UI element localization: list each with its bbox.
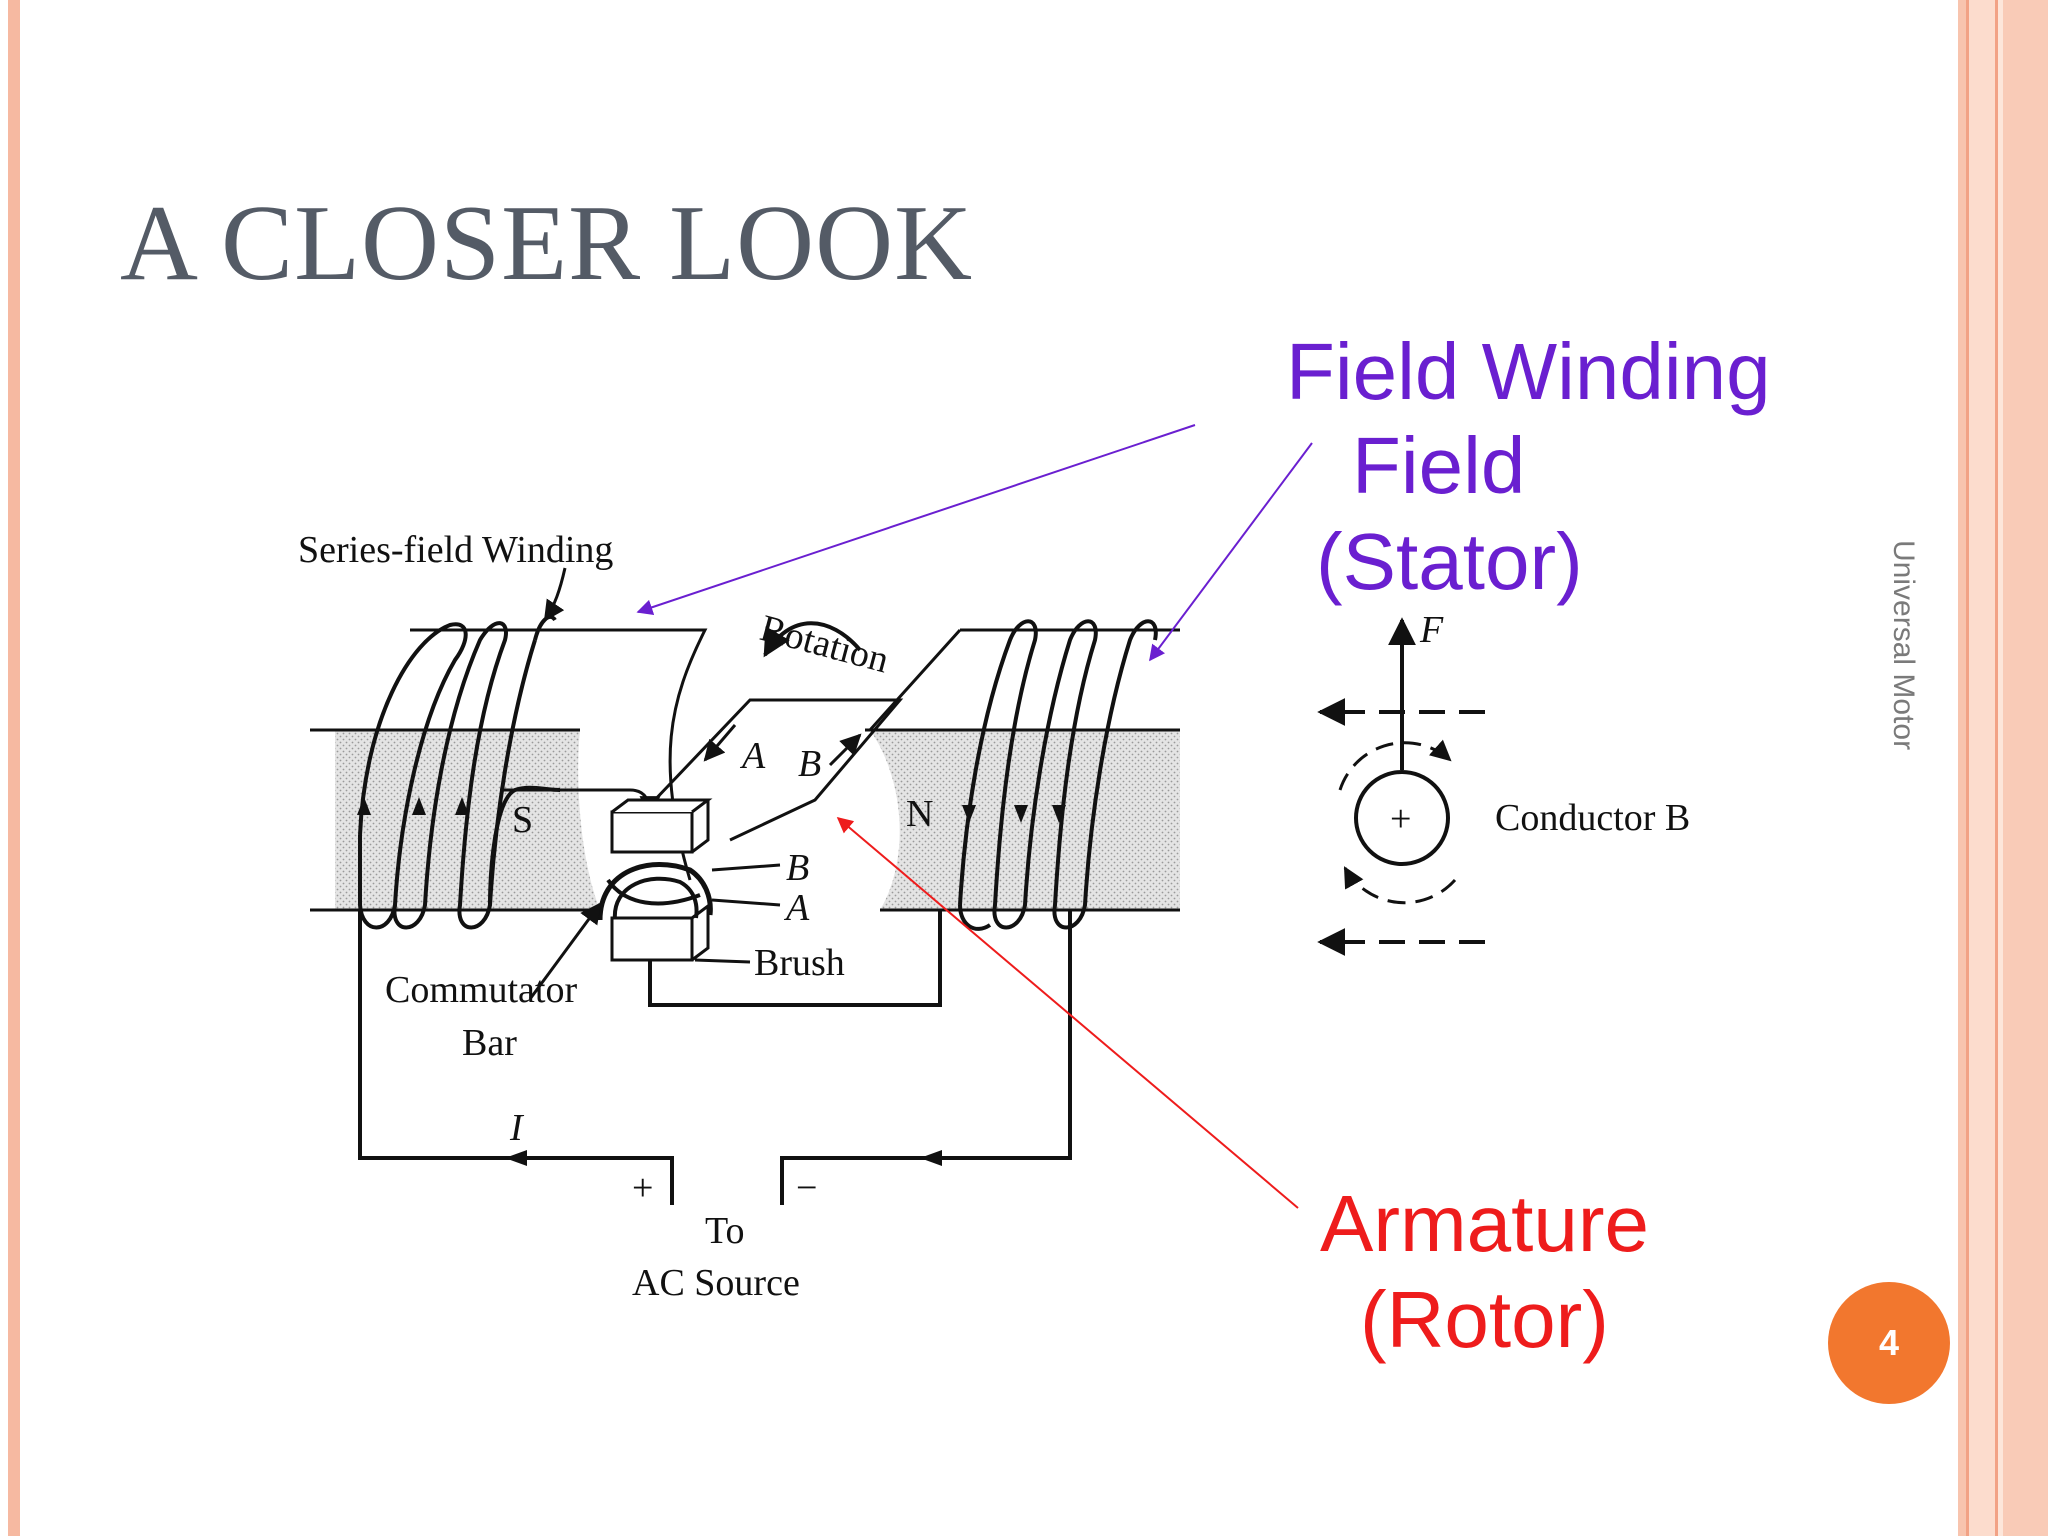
- label-conductor-plus: +: [1390, 798, 1411, 840]
- callout-stator: (Stator): [1316, 517, 1583, 606]
- armature-pointer: [836, 816, 1299, 1209]
- label-rotation: Rotation: [756, 607, 893, 681]
- label-current: I: [509, 1107, 525, 1149]
- right-border-stripe-1: [1958, 0, 1966, 1536]
- label-to: To: [705, 1210, 745, 1252]
- stator-pointer: [1149, 442, 1313, 662]
- label-conductor-b: Conductor B: [1495, 797, 1690, 839]
- label-minus: −: [796, 1167, 817, 1209]
- right-border-stripe-2: [1966, 0, 1969, 1536]
- label-brush: Brush: [754, 942, 845, 984]
- callout-field: Field: [1352, 421, 1526, 510]
- label-side-a: A: [739, 735, 766, 777]
- slide-title: A CLOSER LOOK: [120, 184, 974, 303]
- conductor-force-diagram: [1317, 617, 1485, 956]
- label-series-field-winding: Series-field Winding: [298, 529, 613, 571]
- right-field-coils: [958, 619, 1158, 931]
- side-label-universal-motor: Universal Motor: [1887, 540, 1920, 751]
- label-bar: Bar: [462, 1022, 517, 1064]
- label-pole-n: N: [906, 793, 933, 835]
- commutator-assembly: [597, 798, 713, 962]
- label-ac-source: AC Source: [632, 1262, 800, 1304]
- component-leaders: [528, 863, 781, 1000]
- label-side-b: B: [798, 743, 821, 785]
- field-winding-pointer: [636, 424, 1196, 616]
- page-number-badge: 4: [1828, 1282, 1950, 1404]
- label-brush-a: A: [783, 887, 810, 929]
- right-border-stripe-4: [1995, 0, 1998, 1536]
- right-border-stripe-6: [2003, 0, 2048, 1536]
- series-winding-leader: [543, 567, 567, 622]
- label-brush-b: B: [786, 847, 809, 889]
- callout-field-winding: Field Winding: [1286, 327, 1771, 416]
- label-pole-s: S: [512, 799, 533, 841]
- left-border-stripe: [8, 0, 20, 1536]
- right-border-stripe-5: [1998, 0, 2003, 1536]
- label-plus: +: [632, 1167, 653, 1209]
- coil-current-arrows: [357, 797, 1066, 823]
- callout-armature: Armature: [1320, 1179, 1649, 1268]
- rotation-arrow: [763, 621, 862, 658]
- label-force: F: [1419, 609, 1444, 651]
- right-border-stripe-3: [1969, 0, 1995, 1536]
- label-commutator: Commutator: [385, 969, 577, 1011]
- callout-rotor: (Rotor): [1360, 1275, 1609, 1364]
- current-arrows: [505, 1150, 942, 1166]
- right-pole-piece: [865, 628, 1180, 912]
